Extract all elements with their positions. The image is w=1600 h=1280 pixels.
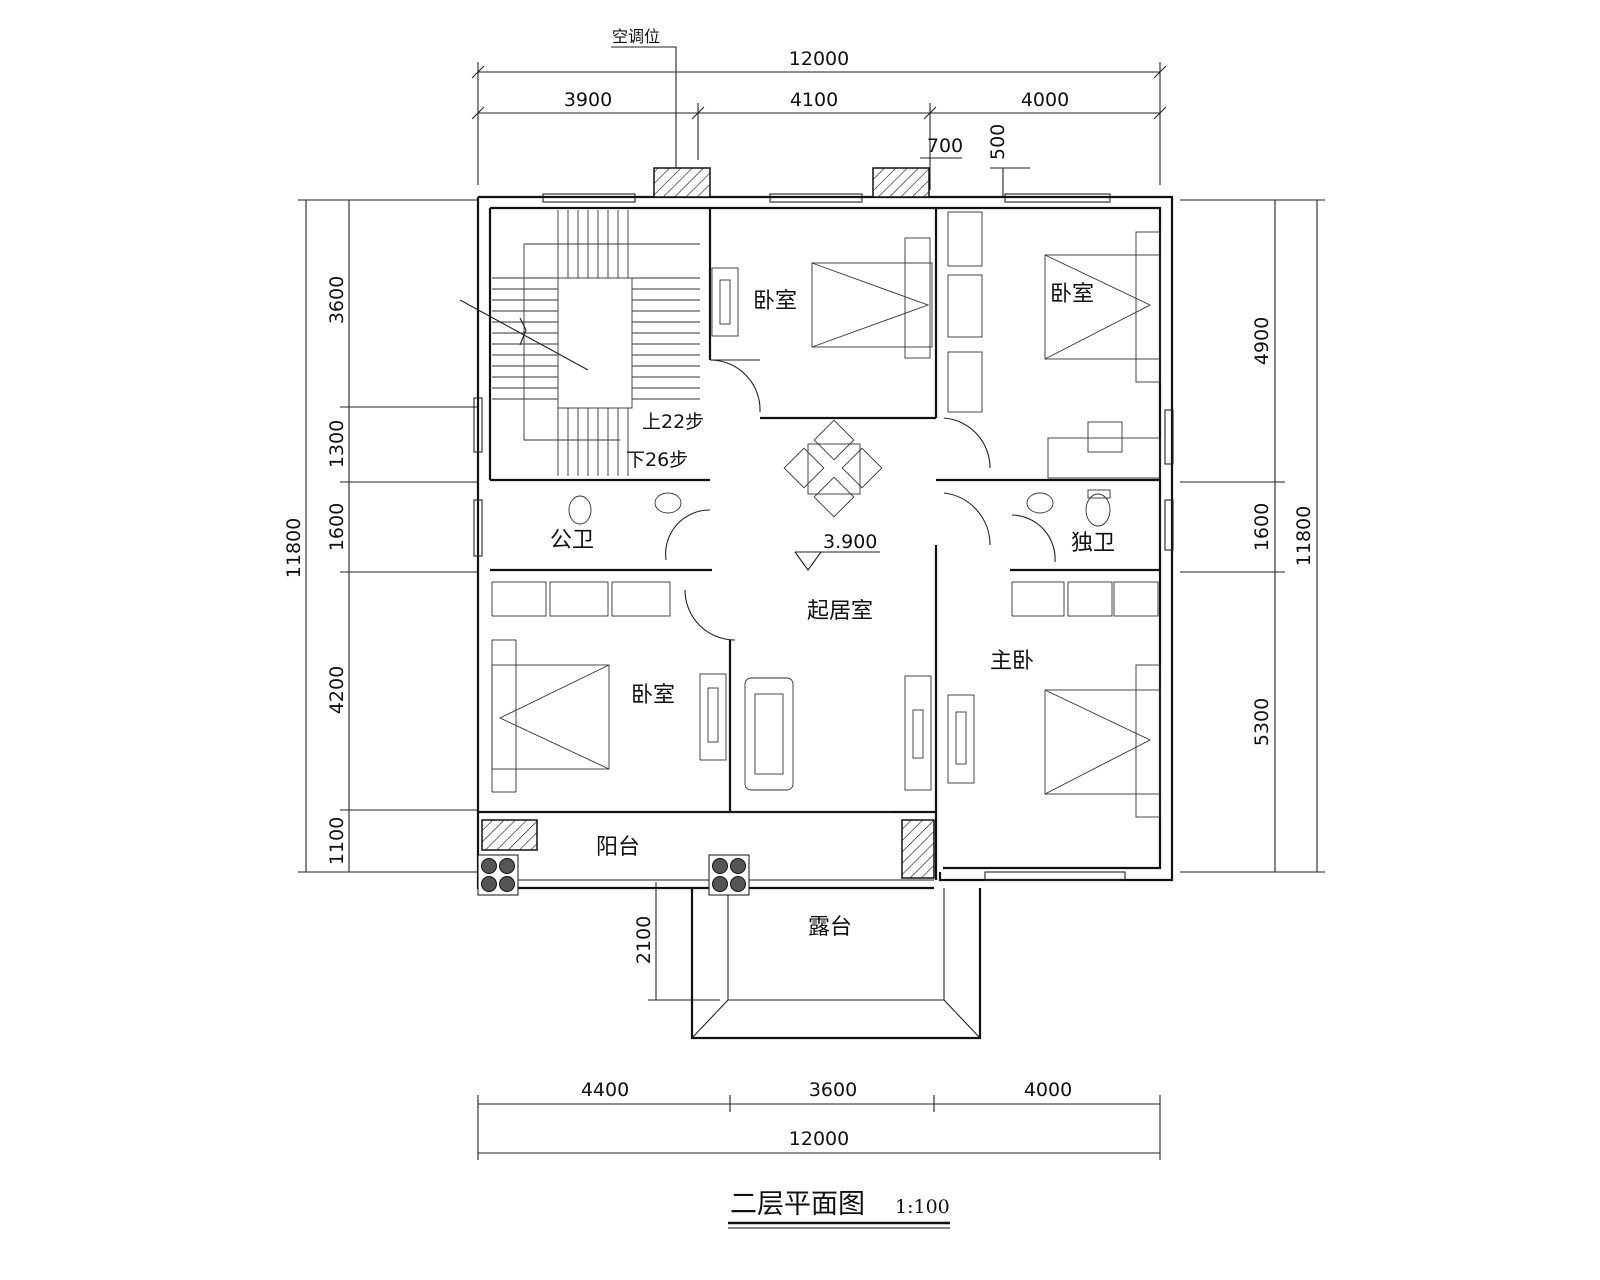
room-labels: 卧室 卧室 卧室 主卧 起居室 公卫 独卫 阳台 露台 上22步 下26步 [550,282,1115,940]
dim-detail-700: 700 [927,135,963,157]
dim-left-seg-4: 4200 [326,666,348,714]
room-balcony: 阳台 [596,835,640,860]
dim-top-seg-2: 4100 [790,89,838,111]
bottom-dimensions: 4400 3600 4000 12000 2100 [477,882,1161,1160]
dim-left-seg-2: 1300 [326,420,348,468]
room-living-room: 起居室 [807,599,873,624]
elevation-marker: 3.900 [794,531,880,571]
dim-right-seg-1: 4900 [1251,317,1273,365]
dim-top-seg-3: 4000 [1021,89,1069,111]
windows [473,193,1174,881]
elevation-label: 3.900 [823,531,877,553]
doors [665,359,1056,641]
left-dimensions: 3600 1300 1600 4200 1100 11800 [283,199,478,873]
staircase [459,210,700,476]
room-terrace: 露台 [808,915,852,940]
stair-up-label: 上22步 [642,411,704,433]
room-public-bathroom: 公卫 [550,528,594,553]
ac-note: 空调位 [612,27,660,46]
dim-right-seg-3: 5300 [1251,698,1273,746]
dim-bottom-seg-1: 4400 [581,1079,629,1101]
dim-bottom-seg-2: 3600 [809,1079,857,1101]
room-master-bedroom: 主卧 [990,649,1034,674]
room-bedroom-2: 卧室 [1050,282,1094,307]
furniture [491,211,1161,818]
room-bedroom-1: 卧室 [753,289,797,314]
stair-down-label: 下26步 [626,449,688,471]
balcony-columns [477,854,750,896]
dim-bottom-total: 12000 [789,1128,849,1150]
right-dimensions: 4900 1600 5300 11800 [1180,199,1325,873]
drawing-title-text: 二层平面图 [730,1189,865,1220]
room-bedroom-3: 卧室 [631,683,675,708]
hatched-pads [481,167,935,879]
dim-left-seg-1: 3600 [326,276,348,324]
dim-top-seg-1: 3900 [564,89,612,111]
dim-right-seg-2: 1600 [1251,503,1273,551]
dim-left-total: 11800 [283,518,305,578]
dim-left-seg-3: 1600 [326,503,348,551]
dim-left-seg-5: 1100 [326,817,348,865]
dim-top-total: 12000 [789,48,849,70]
dim-terrace-depth: 2100 [633,916,655,964]
dim-right-total: 11800 [1293,506,1315,566]
room-private-bathroom: 独卫 [1071,531,1115,556]
drawing-scale: 1:100 [895,1196,950,1218]
dim-detail-500: 500 [987,124,1009,160]
drawing-title: 二层平面图 1:100 [728,1189,950,1229]
dim-bottom-seg-3: 4000 [1024,1079,1072,1101]
top-dimensions: 12000 3900 4100 4000 700 500 空调位 [471,27,1167,198]
